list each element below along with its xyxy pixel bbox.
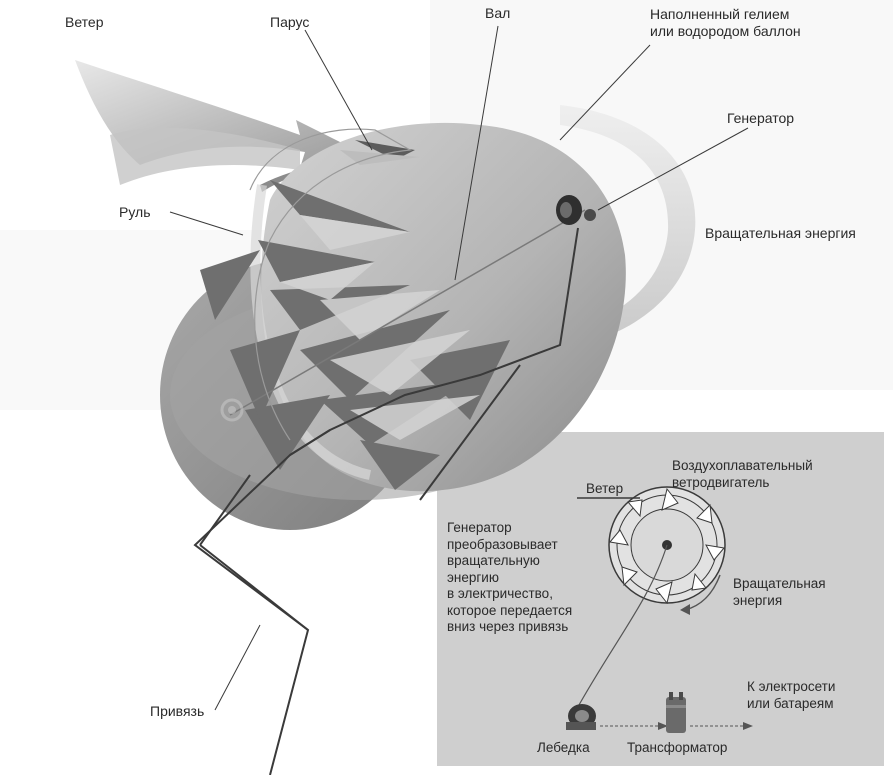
winch-icon: [566, 704, 596, 730]
inset-label-wind: Ветер: [586, 481, 623, 498]
transformer-icon: [666, 692, 686, 733]
label-wind: Ветер: [65, 14, 104, 31]
label-shaft: Вал: [485, 5, 510, 22]
inset-label-rotational-energy: Вращательная энергия: [733, 576, 826, 609]
label-generator: Генератор: [727, 110, 794, 127]
label-rotational-energy: Вращательная энергия: [705, 225, 856, 242]
inset-label-turbine: Воздухоплавательный ветродвигатель: [672, 458, 813, 491]
inset-label-generator-note: Генератор преобразовывает вращательную э…: [447, 520, 572, 636]
inset-label-transformer: Трансформатор: [627, 740, 727, 757]
inset-label-grid: К электросети или батареям: [747, 679, 835, 712]
label-tether: Привязь: [150, 703, 204, 720]
label-sail: Парус: [270, 14, 309, 31]
inset-label-winch: Лебедка: [537, 740, 590, 757]
label-balloon: Наполненный гелием или водородом баллон: [650, 6, 801, 40]
label-rudder: Руль: [119, 204, 151, 221]
